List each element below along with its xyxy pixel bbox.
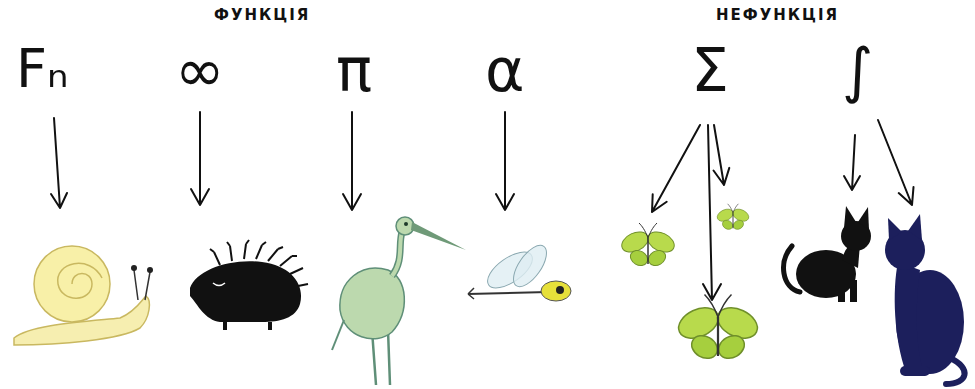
math-symbol: π [336,40,372,100]
butterfly-figure [619,223,678,269]
arrow [191,112,209,205]
cat-figure [885,214,965,384]
math-symbol: ∫ [842,40,873,100]
arrow [652,125,700,212]
math-symbol: α [485,40,525,100]
cat-figure [784,206,871,302]
dragonfly-figure [468,240,571,301]
arrow [343,112,361,210]
arrow [844,135,860,190]
arrow [51,118,67,208]
butterfly-figure [674,295,762,363]
arrow-group [51,112,914,300]
math-symbol: ∞ [175,40,225,100]
arrow [878,120,914,205]
snail-figure [14,246,153,345]
math-symbol: Fₙ [16,42,69,96]
heron-figure [332,217,466,385]
group-heading: ФУНКЦІЯ [214,8,310,23]
arrow [496,112,514,210]
butterfly-figure [715,204,750,231]
group-heading: НЕФУНКЦІЯ [716,8,839,23]
math-symbol: Σ [691,40,729,100]
hedgehog-figure [190,240,308,330]
arrow [714,125,730,185]
